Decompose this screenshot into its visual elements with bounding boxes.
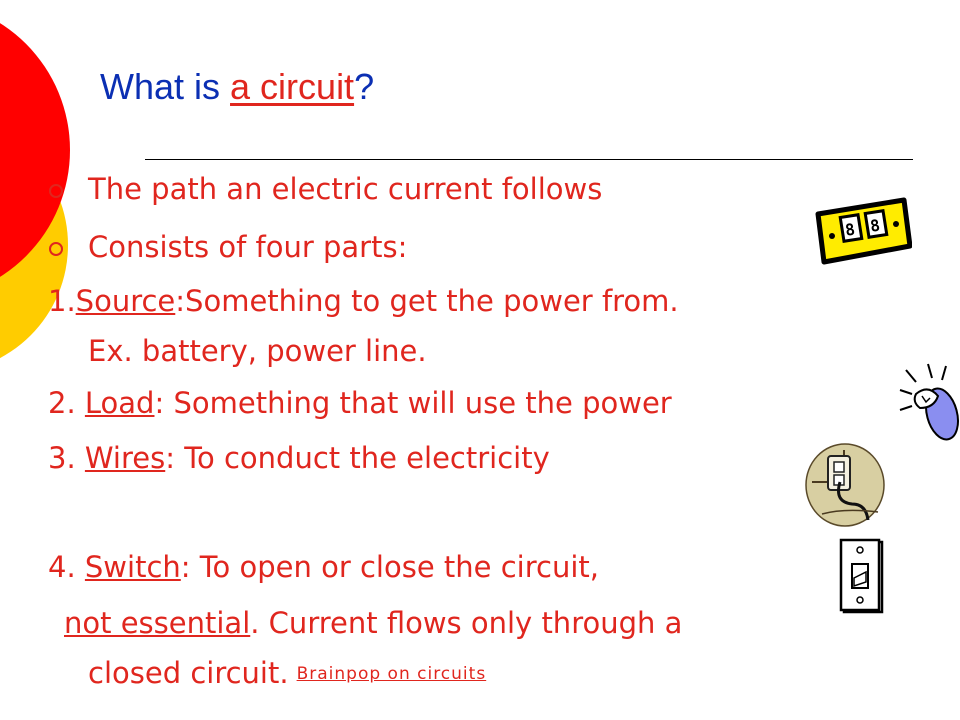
svg-text:8: 8 xyxy=(869,216,881,236)
light-switch-icon xyxy=(839,538,884,614)
title-divider xyxy=(145,159,913,160)
item-source-example: Ex. battery, power line. xyxy=(88,334,427,368)
item-load: 2. Load: Something that will use the pow… xyxy=(48,386,672,420)
bullet-path: The path an electric current follows xyxy=(88,172,603,206)
term-switch: Switch xyxy=(84,550,181,584)
light-bulb-icon xyxy=(899,363,959,441)
brainpop-link[interactable]: Brainpop on circuits xyxy=(296,664,487,684)
bullet-marker xyxy=(49,242,63,256)
note-line-2: closed circuit.Brainpop on circuits xyxy=(88,656,487,690)
svg-text:8: 8 xyxy=(844,220,856,240)
slide-title: What is a circuit? xyxy=(100,66,375,107)
note-line-1: not essential. Current flows only throug… xyxy=(64,606,683,640)
term-not-essential: not essential xyxy=(64,606,251,640)
item-source: 1.Source:Something to get the power from… xyxy=(48,284,679,318)
term-source: Source xyxy=(75,284,176,318)
bullet-parts: Consists of four parts: xyxy=(88,230,408,264)
battery-icon: 8 8 xyxy=(815,197,912,265)
item-wires: 3. Wires: To conduct the electricity xyxy=(48,441,550,475)
outlet-plug-icon xyxy=(805,443,885,527)
term-load: Load xyxy=(84,386,155,420)
red-circle xyxy=(0,23,70,277)
term-wires: Wires xyxy=(84,441,166,475)
circuit-link[interactable]: a circuit xyxy=(230,66,355,107)
item-switch: 4. Switch: To open or close the circuit, xyxy=(48,550,599,584)
bullet-marker xyxy=(49,184,63,198)
decorative-circles xyxy=(0,23,70,359)
